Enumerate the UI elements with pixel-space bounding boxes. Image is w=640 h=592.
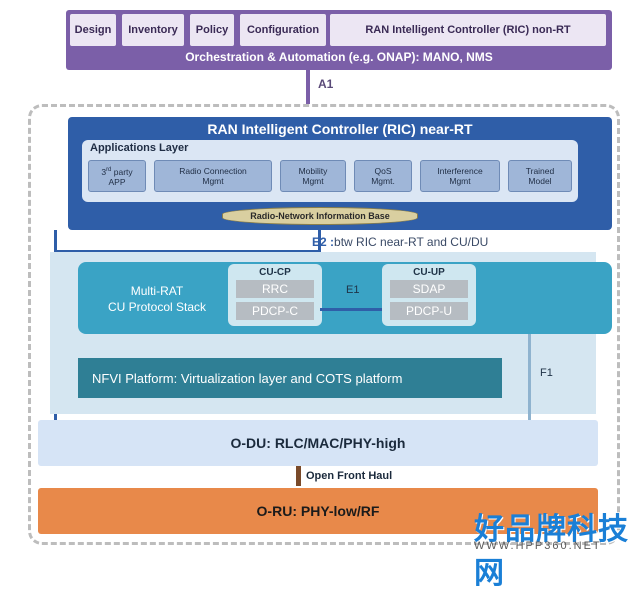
cu-protocol-stack-label: Multi-RAT CU Protocol Stack: [82, 283, 232, 315]
e1-connector: [320, 308, 382, 311]
cu-cp-title: CU-CP: [259, 267, 291, 278]
radio-network-information-base: Radio-Network Information Base: [222, 207, 418, 225]
app-line2: Mgmt: [202, 176, 224, 186]
f1-label: F1: [540, 367, 553, 379]
pdcp-c-cell: PDCP-C: [236, 302, 314, 320]
ric-near-rt-title: RAN Intelligent Controller (RIC) near-RT: [207, 121, 473, 137]
pdcp-u-cell: PDCP-U: [390, 302, 468, 320]
e1-label: E1: [346, 284, 360, 296]
e2-label: E2 :btw RIC near-RT and CU/DU: [312, 235, 488, 249]
app-line1: QoS: [374, 166, 392, 176]
configuration-chip: Configuration: [240, 14, 326, 46]
app-line2: Mgmt.: [371, 176, 395, 186]
policy-chip: Policy: [190, 14, 234, 46]
o-ru-box: O-RU: PHY-low/RF: [38, 488, 598, 534]
cu-protocol-stack-box: [78, 262, 612, 334]
app-line1: 3rd party: [101, 166, 133, 177]
applications-layer-title: Applications Layer: [90, 142, 189, 154]
oran-boundary: [28, 104, 620, 545]
e2-connector: [318, 230, 321, 252]
app-line2: Model: [528, 176, 552, 186]
a1-label: A1: [318, 77, 334, 91]
app-line1: Radio Connection: [179, 166, 247, 176]
app-line2: APP: [108, 176, 126, 187]
e2-description: btw RIC near-RT and CU/DU: [334, 235, 489, 249]
app-line2: Mgmt: [449, 176, 471, 186]
app-line1: Mobility: [298, 166, 328, 176]
watermark-url: WWW.HPP360.NET: [474, 540, 602, 552]
e2-horizontal-connector: [54, 250, 320, 253]
sdap-cell: SDAP: [390, 280, 468, 298]
rrc-cell: RRC: [236, 280, 314, 298]
nfvi-platform: NFVI Platform: Virtualization layer and …: [78, 358, 502, 398]
cu-label-line2: CU Protocol Stack: [107, 300, 207, 314]
app-line1: Trained: [525, 166, 555, 176]
app-line1: Interference: [437, 166, 483, 176]
ric-non-rt-chip: RAN Intelligent Controller (RIC) non-RT: [330, 14, 606, 46]
a1-connector: [306, 70, 310, 104]
front-haul-connector: [296, 466, 301, 486]
f1-connector: [528, 334, 531, 420]
inventory-chip: Inventory: [122, 14, 184, 46]
design-chip: Design: [70, 14, 116, 46]
front-haul-label: Open Front Haul: [306, 470, 393, 482]
app-line2: Mgmt: [302, 176, 324, 186]
cu-up-title: CU-UP: [413, 267, 445, 278]
e2-prefix: E2 :: [312, 235, 335, 249]
o-du-box: O-DU: RLC/MAC/PHY-high: [38, 420, 598, 466]
cu-label-line1: Multi-RAT: [130, 284, 184, 298]
orchestration-title: Orchestration & Automation (e.g. ONAP): …: [185, 50, 493, 64]
